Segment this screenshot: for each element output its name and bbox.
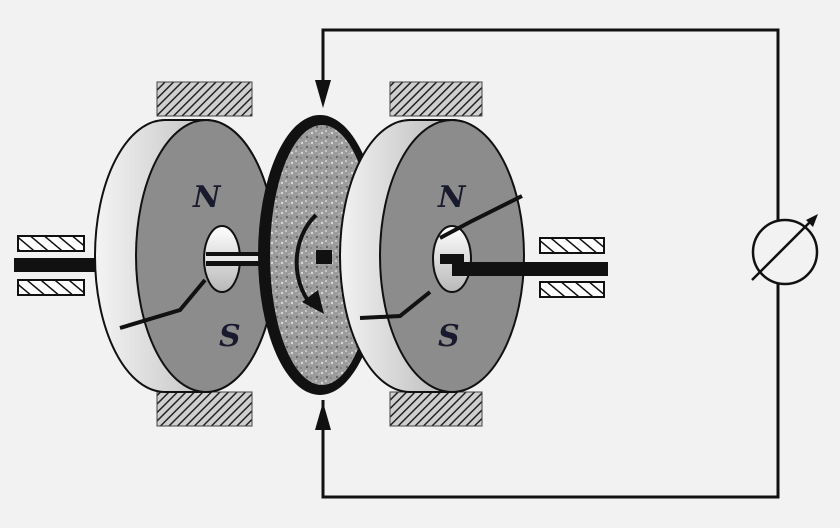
right-shaft — [440, 254, 608, 276]
left-magnet-clamp-top — [156, 81, 253, 117]
right-magnet-clamp-bottom — [389, 391, 483, 427]
left-magnet-south-label: S — [219, 319, 241, 354]
current-arrow-bottom — [315, 402, 331, 430]
right-magnet-north-label: N — [437, 180, 467, 215]
curved-rotation-arrow-icon — [294, 213, 324, 314]
left-bearing — [17, 235, 85, 296]
right-magnet-south-label: S — [438, 319, 460, 354]
right-magnet-clamp-top — [389, 81, 483, 117]
left-magnet-clamp-bottom — [156, 391, 253, 427]
galvanometer-icon — [751, 214, 819, 286]
current-arrow-top — [315, 80, 331, 108]
left-magnet-north-label: N — [192, 180, 222, 215]
circuit-wire — [321, 28, 780, 499]
right-bearing — [539, 237, 605, 298]
right-ring-magnet — [339, 119, 525, 393]
